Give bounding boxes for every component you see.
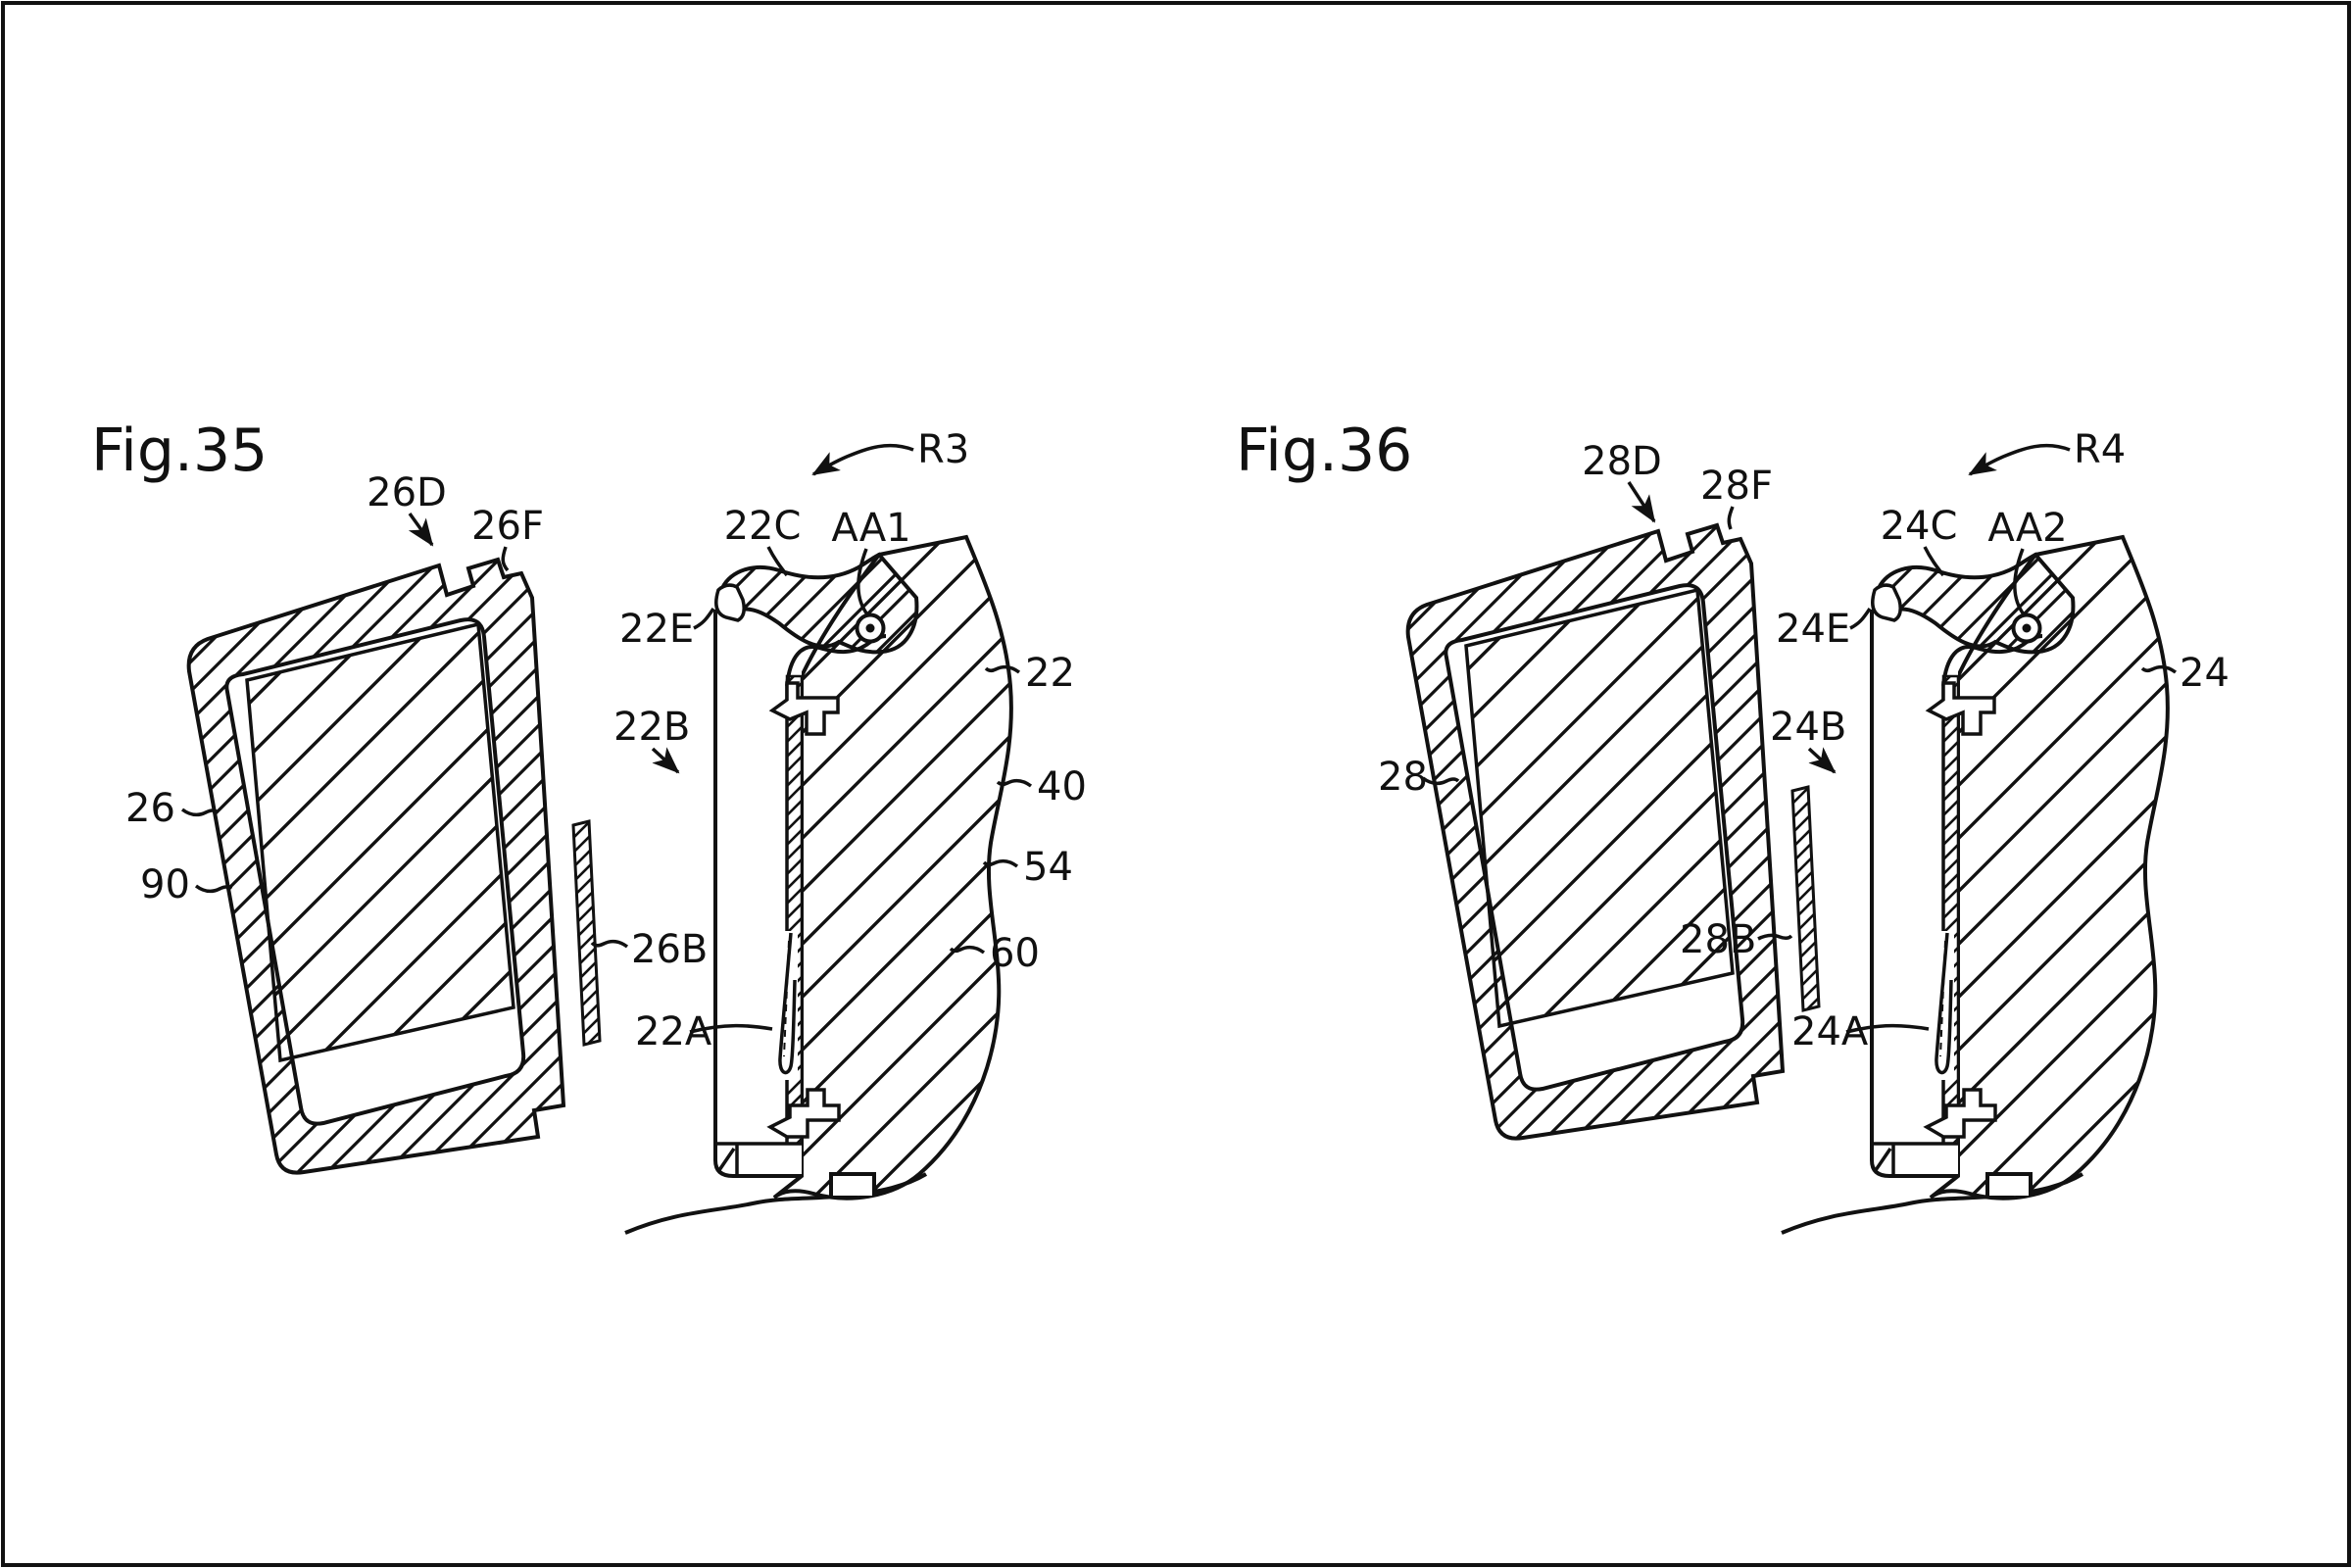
leader-24E: [1849, 608, 1872, 630]
label-22C: 22C: [724, 504, 802, 549]
label-54: 54: [1023, 845, 1073, 890]
leader-28B: [1757, 933, 1793, 941]
label-90: 90: [140, 862, 190, 907]
label-26D: 26D: [367, 470, 447, 515]
leader-AA1: [857, 548, 869, 616]
fig36-title: Fig.36: [1236, 416, 1412, 485]
leader-60: [949, 945, 986, 955]
fig35-title: Fig.35: [91, 416, 268, 485]
leader-24A: [1845, 1023, 1930, 1034]
leader-22E: [693, 608, 715, 630]
label-R3: R3: [917, 427, 969, 472]
label-22A: 22A: [635, 1009, 712, 1054]
leader-24C: [1923, 546, 1945, 577]
fig36-cartridge: [1405, 523, 1821, 1141]
label-28: 28: [1378, 755, 1428, 800]
leader-28F: [1727, 506, 1735, 530]
label-22B: 22B: [613, 705, 690, 750]
label-28F: 28F: [1700, 464, 1773, 509]
leader-22B: [651, 747, 680, 774]
fig36-group: Fig.36 28D 28F 24C AA2 R4 24E 24B 28 28B…: [1236, 416, 2230, 1235]
leader-22A: [689, 1023, 773, 1034]
label-22: 22: [1025, 651, 1075, 696]
label-28D: 28D: [1582, 439, 1662, 484]
leader-54: [982, 858, 1019, 868]
label-26: 26: [125, 786, 175, 831]
leader-24: [2140, 664, 2178, 674]
label-28B: 28B: [1680, 917, 1756, 962]
leader-28D: [1627, 481, 1656, 523]
label-40: 40: [1037, 764, 1087, 809]
label-24A: 24A: [1791, 1009, 1869, 1054]
label-22E: 22E: [619, 607, 694, 652]
leader-26D: [408, 512, 434, 547]
label-26F: 26F: [471, 504, 544, 549]
leader-28: [1421, 776, 1460, 786]
leader-26F: [501, 546, 510, 572]
leader-26B: [590, 939, 629, 949]
label-24C: 24C: [1881, 504, 1958, 549]
leader-R3: [811, 443, 914, 476]
label-24B: 24B: [1770, 705, 1846, 750]
fig35-cartridge: [186, 558, 602, 1175]
leader-90: [194, 884, 233, 894]
label-AA1: AA1: [831, 506, 910, 551]
leader-AA2: [2013, 548, 2026, 616]
leader-40: [996, 778, 1033, 788]
label-60: 60: [990, 931, 1040, 976]
fig35-group: Fig.35 26D 26F 22C AA1 R3 22E 22B: [91, 416, 1087, 1235]
leader-22C: [766, 546, 789, 577]
label-26B: 26B: [631, 927, 708, 972]
leader-26: [180, 808, 220, 817]
label-24E: 24E: [1776, 607, 1850, 652]
label-AA2: AA2: [1987, 506, 2067, 551]
leader-22: [984, 664, 1021, 674]
label-R4: R4: [2074, 427, 2126, 472]
leader-24B: [1807, 747, 1837, 774]
label-24: 24: [2180, 651, 2230, 696]
leader-R4: [1968, 443, 2071, 476]
